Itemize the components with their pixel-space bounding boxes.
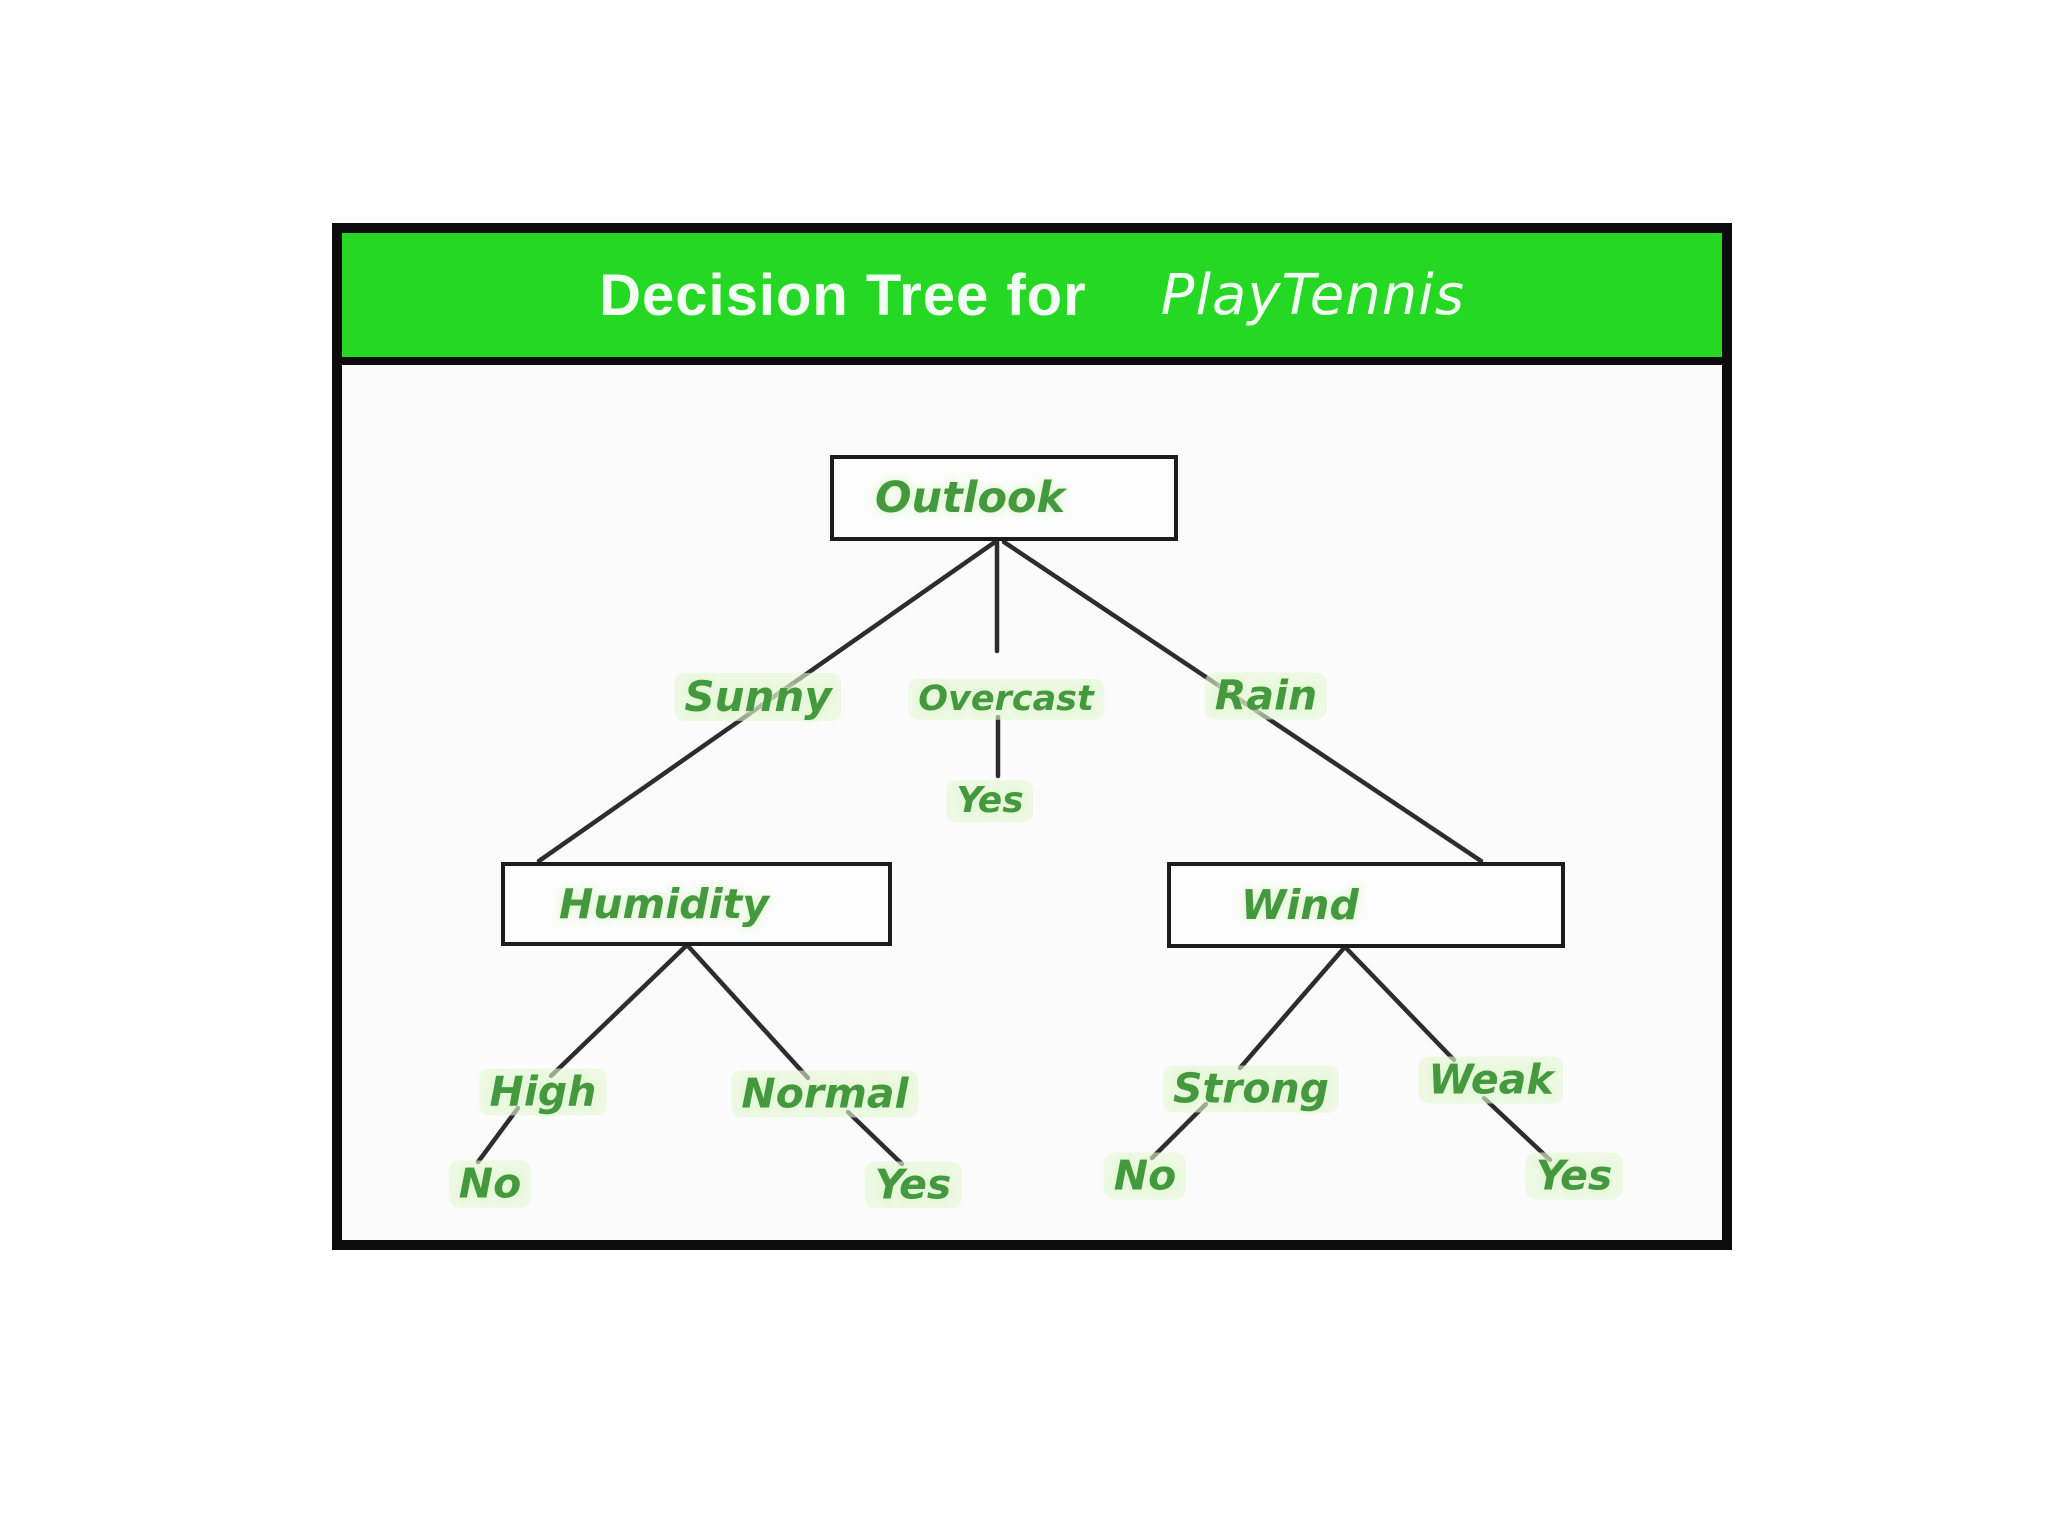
node-label-wind: Wind	[1241, 881, 1359, 929]
leaf-label-normal-yes: Yes	[864, 1161, 962, 1209]
leaf-label-high-no: No	[448, 1160, 532, 1208]
title-subject-text: PlayTennis	[1160, 262, 1465, 328]
node-label-humidity: Humidity	[559, 880, 770, 928]
branch-label-weak: Weak	[1418, 1056, 1564, 1104]
branch-label-rain: Rain	[1204, 672, 1328, 720]
branch-label-high: High	[479, 1068, 607, 1116]
decision-node-humidity: Humidity	[501, 862, 892, 946]
branch-label-sunny: Sunny	[674, 672, 842, 722]
leaf-label-weak-yes: Yes	[1525, 1152, 1623, 1200]
decision-node-wind: Wind	[1167, 862, 1565, 948]
title-text: Decision Tree for	[599, 262, 1087, 328]
leaf-label-overcast-yes: Yes	[946, 780, 1034, 822]
branch-label-normal: Normal	[731, 1070, 919, 1118]
title-bar: Decision Tree for PlayTennis	[342, 233, 1722, 365]
leaf-label-strong-no: No	[1103, 1152, 1187, 1200]
decision-node-outlook: Outlook	[830, 455, 1178, 541]
node-label-outlook: Outlook	[875, 473, 1066, 523]
branch-label-strong: Strong	[1162, 1065, 1340, 1113]
branch-label-overcast: Overcast	[908, 678, 1104, 720]
